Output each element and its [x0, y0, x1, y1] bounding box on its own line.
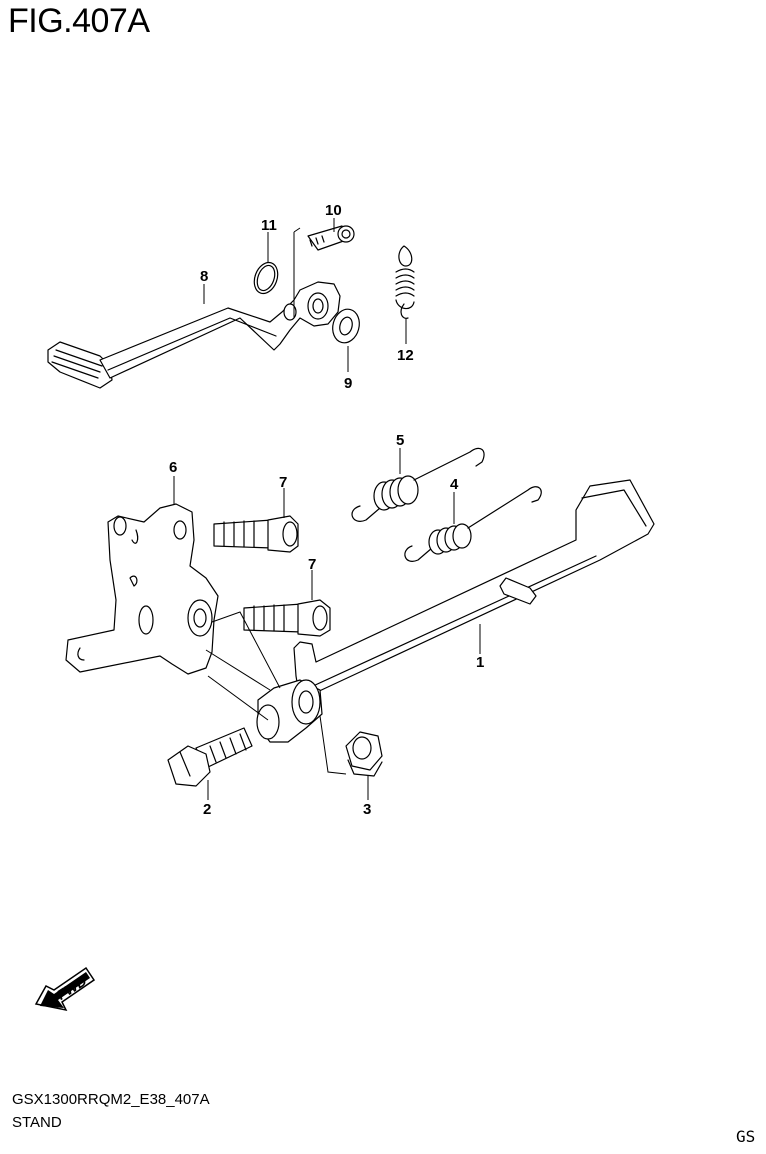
callout-6: 6 [169, 459, 177, 476]
diagram-name: STAND [12, 1114, 62, 1131]
callout-5: 5 [396, 432, 404, 449]
callout-8: 8 [200, 268, 208, 285]
callout-4: 4 [450, 476, 459, 493]
region-code: GS [736, 1127, 756, 1146]
callout-9: 9 [344, 375, 352, 392]
return-spring-4-part[interactable] [404, 486, 542, 562]
callout-11: 11 [261, 217, 277, 234]
washer-part[interactable] [329, 306, 363, 346]
small-spring-part[interactable] [395, 245, 415, 319]
callout-1: 1 [476, 654, 484, 671]
fwd-arrow-icon: FWD [34, 966, 96, 1012]
pivot-bolt-part[interactable] [307, 225, 355, 251]
stand-bolt-part[interactable] [167, 727, 253, 787]
callout-12: 12 [397, 347, 414, 364]
bracket-bolt-lower-part[interactable] [243, 599, 331, 637]
callout-10: 10 [325, 202, 342, 219]
diagram-code: GSX1300RRQM2_E38_407A [12, 1091, 210, 1108]
circlip-part[interactable] [250, 259, 282, 297]
figure-title: FIG.407A [8, 2, 150, 40]
callout-3: 3 [363, 801, 371, 818]
callout-7-upper: 7 [279, 474, 287, 491]
return-spring-5-part[interactable] [351, 447, 485, 522]
shift-lever-part[interactable] [47, 281, 341, 389]
bracket-bolt-upper-part[interactable] [213, 515, 299, 553]
callout-2: 2 [203, 801, 211, 818]
stand-bracket-part[interactable] [65, 503, 219, 675]
callout-7-lower: 7 [308, 556, 316, 573]
stand-nut-part[interactable] [345, 731, 383, 777]
side-stand-part[interactable] [256, 479, 655, 743]
